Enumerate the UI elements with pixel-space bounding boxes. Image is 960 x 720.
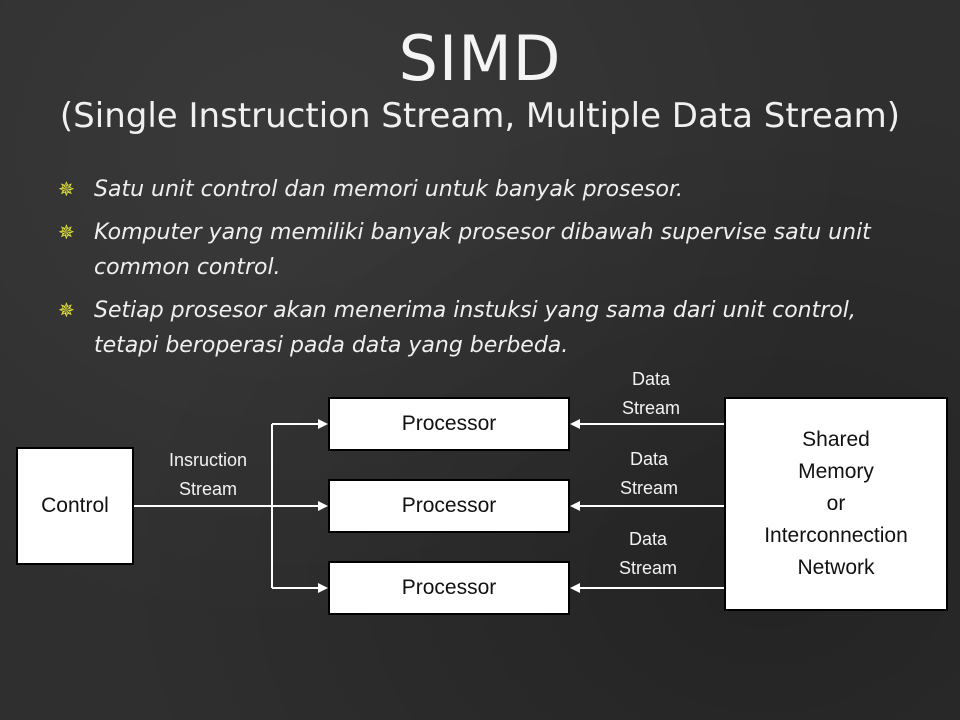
bullet-item: ✵ Setiap prosesor akan menerima instuksi…: [58, 293, 918, 363]
memory-line: Shared: [802, 428, 870, 451]
data-stream-label-3: Data Stream: [593, 525, 703, 583]
slide-subtitle: (Single Instruction Stream, Multiple Dat…: [59, 96, 901, 136]
processor-box-1: Processor: [328, 397, 570, 451]
star-icon: ✵: [58, 177, 75, 201]
processor-label: Processor: [401, 412, 497, 435]
star-icon: ✵: [58, 220, 75, 244]
processor-label: Processor: [401, 576, 497, 599]
data-stream-line2: Stream: [621, 398, 681, 418]
slide-title: SIMD: [398, 22, 562, 95]
data-stream-line1: Data: [629, 449, 669, 469]
bullet-item: ✵ Komputer yang memiliki banyak prosesor…: [58, 215, 918, 285]
star-icon: ✵: [58, 298, 75, 322]
data-stream-line2: Stream: [618, 558, 678, 578]
memory-line: Network: [797, 556, 875, 579]
bullet-text: Komputer yang memiliki banyak prosesor d…: [94, 220, 871, 280]
control-box: Control: [16, 447, 134, 565]
memory-line: or: [826, 492, 846, 515]
instruction-label-line2: Stream: [178, 479, 238, 499]
data-stream-label-2: Data Stream: [594, 445, 704, 503]
shared-memory-box: Shared Memory or Interconnection Network: [724, 397, 948, 611]
instruction-stream-label: Insruction Stream: [148, 446, 268, 504]
data-stream-label-1: Data Stream: [596, 365, 706, 423]
data-stream-line1: Data: [628, 529, 668, 549]
control-label: Control: [41, 494, 109, 517]
instruction-label-line1: Insruction: [168, 450, 248, 470]
processor-box-3: Processor: [328, 561, 570, 615]
bullet-list: ✵ Satu unit control dan memori untuk ban…: [58, 172, 918, 371]
processor-label: Processor: [401, 494, 497, 517]
memory-line: Memory: [798, 460, 874, 483]
bullet-text: Satu unit control dan memori untuk banya…: [94, 177, 683, 202]
processor-box-2: Processor: [328, 479, 570, 533]
bullet-text: Setiap prosesor akan menerima instuksi y…: [94, 298, 856, 358]
data-stream-line1: Data: [631, 369, 671, 389]
bullet-item: ✵ Satu unit control dan memori untuk ban…: [58, 172, 918, 207]
data-stream-line2: Stream: [619, 478, 679, 498]
memory-line: Interconnection: [764, 524, 908, 547]
